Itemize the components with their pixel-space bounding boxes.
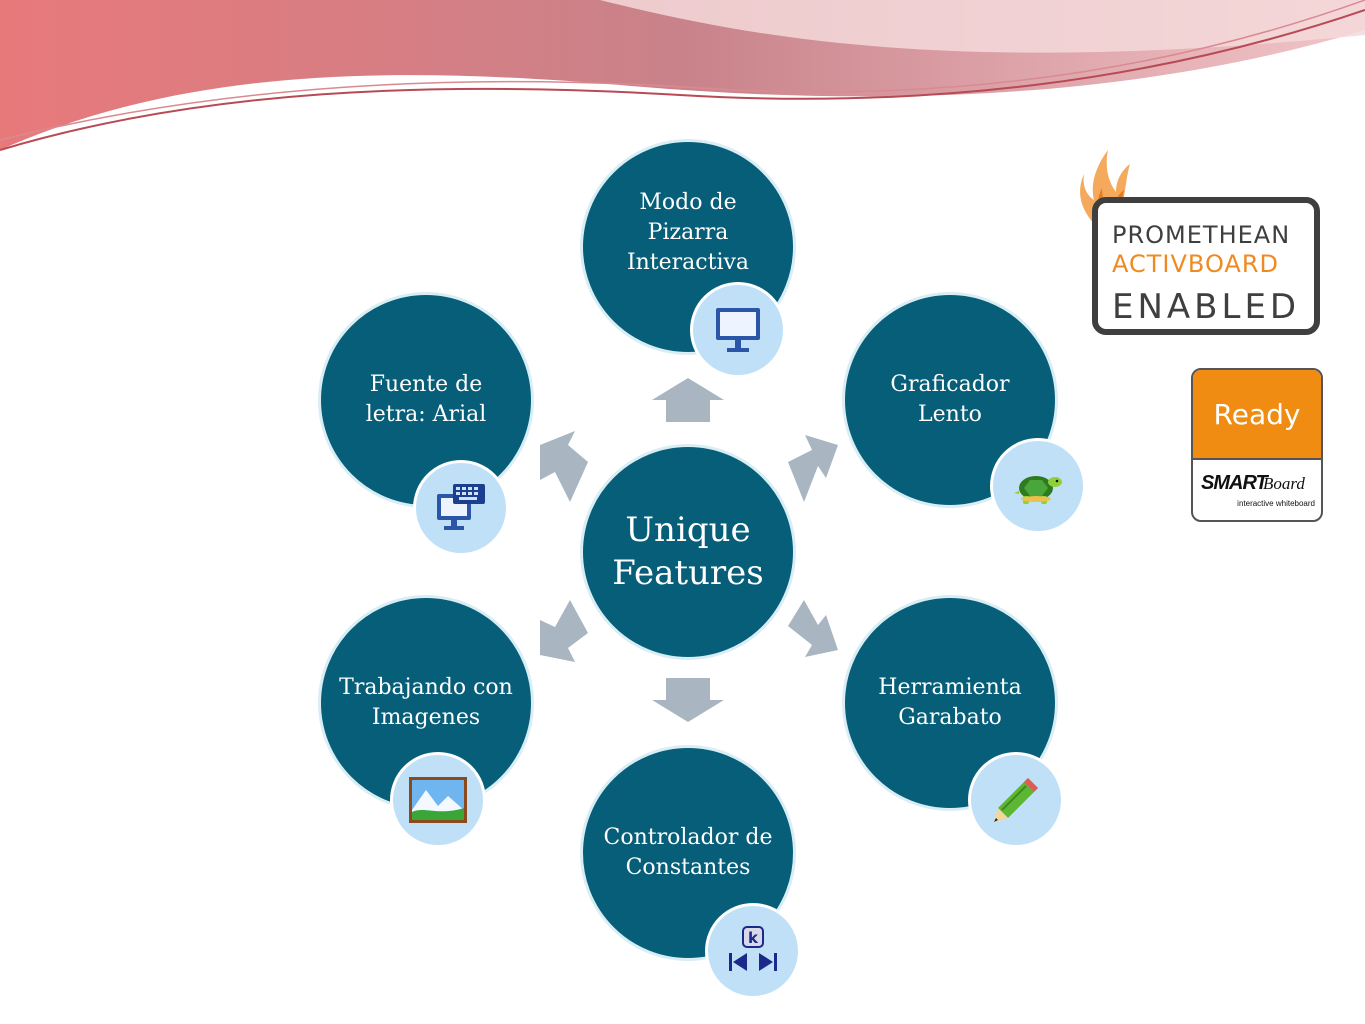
node-modo-pizarra-interactiva: Modo de Pizarra Interactiva bbox=[580, 139, 796, 355]
arrow-lower-left bbox=[540, 600, 588, 662]
keyboard-monitor-icon bbox=[413, 460, 509, 556]
smart-brand: SMART Board interactive whiteboard bbox=[1193, 458, 1321, 520]
board-word: Board bbox=[1263, 474, 1305, 493]
constant-controller-icon: k bbox=[705, 903, 801, 999]
pencil-icon bbox=[968, 752, 1064, 848]
svg-text:k: k bbox=[748, 929, 759, 947]
promethean-badge: PROMETHEAN ACTIVBOARD ENABLED bbox=[1092, 197, 1320, 335]
smart-subtitle: interactive whiteboard bbox=[1237, 499, 1315, 508]
smart-ready-label: Ready bbox=[1193, 370, 1321, 458]
arrow-down bbox=[652, 678, 724, 722]
arrow-upper-right bbox=[788, 435, 838, 502]
arrow-lower-right bbox=[788, 600, 838, 657]
arrow-up bbox=[652, 378, 724, 422]
header-swoosh bbox=[0, 0, 1365, 151]
node-fuente-de-letra-arial: Fuente de letra: Arial bbox=[318, 292, 534, 508]
smart-word: SMART bbox=[1201, 472, 1268, 494]
node-label: Herramienta Garabato bbox=[878, 675, 1022, 730]
node-label: Trabajando con Imagenes bbox=[339, 675, 513, 730]
promethean-line1: PROMETHEAN bbox=[1112, 221, 1291, 249]
landscape-image-icon bbox=[390, 752, 486, 848]
node-label: Graficador Lento bbox=[890, 372, 1010, 427]
center-node: Unique Features bbox=[580, 444, 796, 660]
node-label: Controlador de Constantes bbox=[603, 825, 773, 880]
node-label: Modo de Pizarra Interactiva bbox=[626, 190, 750, 275]
promethean-line2: ACTIVBOARD bbox=[1112, 250, 1279, 278]
turtle-icon bbox=[990, 438, 1086, 534]
smartboard-ready-logo: Ready SMART Board interactive whiteboard bbox=[1191, 368, 1323, 522]
monitor-icon bbox=[690, 282, 786, 378]
arrow-upper-left bbox=[540, 431, 588, 502]
promethean-line3: ENABLED bbox=[1112, 287, 1301, 327]
promethean-activboard-logo: PROMETHEAN ACTIVBOARD ENABLED bbox=[1070, 140, 1330, 345]
node-label: Fuente de letra: Arial bbox=[365, 372, 487, 427]
center-node-label: Unique Features bbox=[612, 510, 764, 593]
